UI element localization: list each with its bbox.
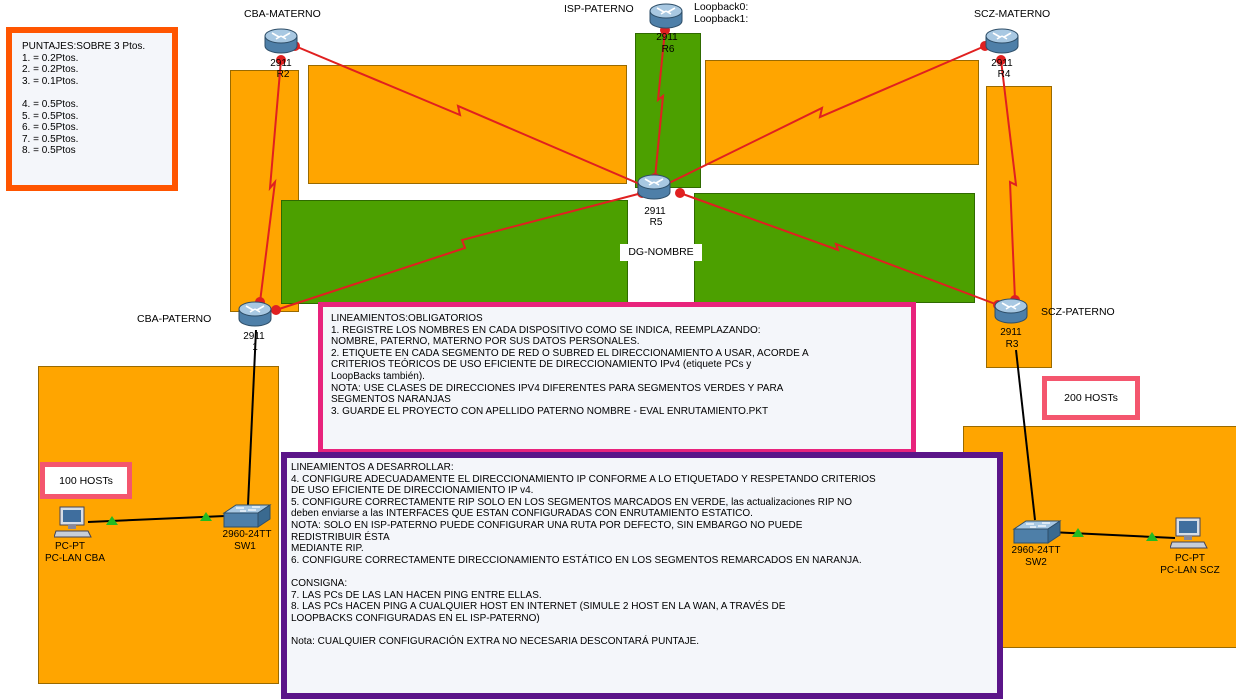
sw2-name: SW2 [1025,557,1047,568]
ethernet-link-sw2-pc2 [1049,531,1176,539]
develop-line: 7. LAS PCs DE LAS LAN HACEN PING ENTRE E… [291,589,542,601]
r3-hostname: SCZ-PATERNO [1041,306,1115,318]
develop-line: deben enviarse a las INTERFACES QUE ESTA… [291,508,753,520]
mandatory-line: 3. GUARDE EL PROYECTO CON APELLIDO PATER… [331,405,769,417]
mandatory-line: LoopBacks también). [331,370,425,382]
develop-line [291,566,997,578]
develop-line: 6. CONFIGURE CORRECTAMENTE DIRECCIONAMIE… [291,554,862,566]
router-icon[interactable] [993,296,1029,328]
router-icon[interactable] [237,299,273,331]
r2-model: 2911 [270,58,292,69]
r6-loopback0: Loopback0: [694,1,749,13]
r4-model: 2911 [991,58,1013,69]
r2-hostname: CBA-MATERNO [244,8,321,20]
mandatory-guidelines-note: LINEAMIENTOS:OBLIGATORIOS 1. REGISTRE LO… [318,302,916,454]
r3-model: 2911 [1000,327,1022,338]
mandatory-line: CRITERIOS TEÓRICOS DE USO EFICIENTE DE D… [331,359,752,371]
ethernet-link-r3-sw2 [1015,349,1036,521]
mandatory-line: NOTA: USE CLASES DE DIRECCIONES IPV4 DIF… [331,382,784,394]
r6-id: R6 [661,44,675,55]
serial-link-r2-r1 [255,55,286,307]
develop-line: Nota: CUALQUIER CONFIGURACIÓN EXTRA NO N… [291,635,700,647]
r5-model: 2911 [644,206,666,217]
r3-id: R3 [1005,339,1019,350]
link-light [1072,528,1084,537]
pc1-model: PC-PT [55,541,85,552]
scores-line: PUNTAJES:SOBRE 3 Ptos. [22,41,146,52]
serial-link-r4-r5 [660,41,990,190]
develop-line: REDISTRIBUIR ÉSTA [291,531,390,543]
scores-line: 1. = 0.2Ptos. [22,52,79,64]
hosts-badge-cba: 100 HOSTs [40,462,132,499]
hosts-label-scz: 200 HOSTs [1047,381,1135,415]
hosts-label-cba: 100 HOSTs [45,467,127,494]
scores-line: 4. = 0.5Ptos. [22,98,79,110]
r5-hostname: DG-NOMBRE [620,244,702,261]
develop-guidelines-note: LINEAMIENTOS A DESARROLLAR: 4. CONFIGURE… [281,452,1003,699]
r1-hostname: CBA-PATERNO [137,313,212,325]
r4-hostname: SCZ-MATERNO [974,8,1051,20]
mandatory-line: 1. REGISTRE LOS NOMBRES EN CADA DISPOSIT… [331,324,761,336]
develop-line: LOOPBACKS CONFIGURADAS EN EL ISP-PATERNO… [291,612,540,624]
develop-line: CONSIGNA: [291,577,348,589]
serial-link-r2-r5 [290,41,647,190]
r6-model: 2911 [656,32,678,43]
scores-line: 8. = 0.5Ptos [22,145,76,157]
develop-line: 4. CONFIGURE ADECUADAMENTE EL DIRECCIONA… [291,473,876,485]
scores-line: 7. = 0.5Ptos. [22,133,79,145]
scores-line [22,87,172,99]
r5-id: R5 [649,217,663,228]
r6-hostname: ISP-PATERNO [564,3,634,15]
develop-line: DE USO EFICIENTE DE DIRECCIONAMIENTO IP … [291,485,534,497]
r2-id: R2 [276,69,290,80]
develop-line [291,624,997,636]
scores-line: 2. = 0.2Ptos. [22,64,79,76]
link-light [1146,532,1158,541]
mandatory-line: LINEAMIENTOS:OBLIGATORIOS [331,313,483,324]
scores-line: 6. = 0.5Ptos. [22,122,79,134]
scores-line: 3. = 0.1Ptos. [22,75,79,87]
link-light [106,516,118,525]
router-icon[interactable] [648,1,684,33]
switch-icon[interactable] [1012,519,1062,545]
serial-link-r1-r5 [271,188,647,315]
router-icon[interactable] [984,26,1020,58]
router-icon[interactable] [636,172,672,204]
mandatory-line: SEGMENTOS NARANJAS [331,394,451,406]
scores-note: PUNTAJES:SOBRE 3 Ptos. 1. = 0.2Ptos. 2. … [6,27,178,191]
ethernet-link-r1-sw1 [247,329,257,506]
r6-loopback1: Loopback1: [694,13,749,25]
r1-id: 1 [252,342,258,353]
develop-line: LINEAMIENTOS A DESARROLLAR: [291,462,454,473]
switch-icon[interactable] [222,503,272,529]
develop-line: NOTA: SOLO EN ISP-PATERNO PUEDE CONFIGUR… [291,519,803,531]
mandatory-line: NOMBRE, PATERNO, MATERNO POR SUS DATOS P… [331,336,640,348]
develop-line: MEDIANTE RIP. [291,543,364,555]
r4-id: R4 [997,69,1011,80]
link-light [200,512,212,521]
sw2-model: 2960-24TT [1011,545,1061,556]
mandatory-line: 2. ETIQUETE EN CADA SEGMENTO DE RED O SU… [331,347,809,359]
pc-icon[interactable] [54,505,92,541]
hosts-badge-scz: 200 HOSTs [1042,376,1140,420]
router-icon[interactable] [263,26,299,58]
r1-model: 2911 [243,331,265,342]
serial-link-r5-r3 [675,188,1003,310]
pc1-name: PC-LAN CBA [44,553,105,564]
sw1-model: 2960-24TT [222,529,272,540]
develop-line: 8. LAS PCs HACEN PING A CUALQUIER HOST E… [291,601,786,613]
pc-icon[interactable] [1170,516,1208,552]
pc2-model: PC-PT [1175,553,1205,564]
scores-line: 5. = 0.5Ptos. [22,110,79,122]
serial-link-r4-r3 [996,55,1020,305]
pc2-name: PC-LAN SCZ [1160,565,1220,576]
develop-line: 5. CONFIGURE CORRECTAMENTE RIP SOLO EN L… [291,496,853,508]
sw1-name: SW1 [234,541,256,552]
